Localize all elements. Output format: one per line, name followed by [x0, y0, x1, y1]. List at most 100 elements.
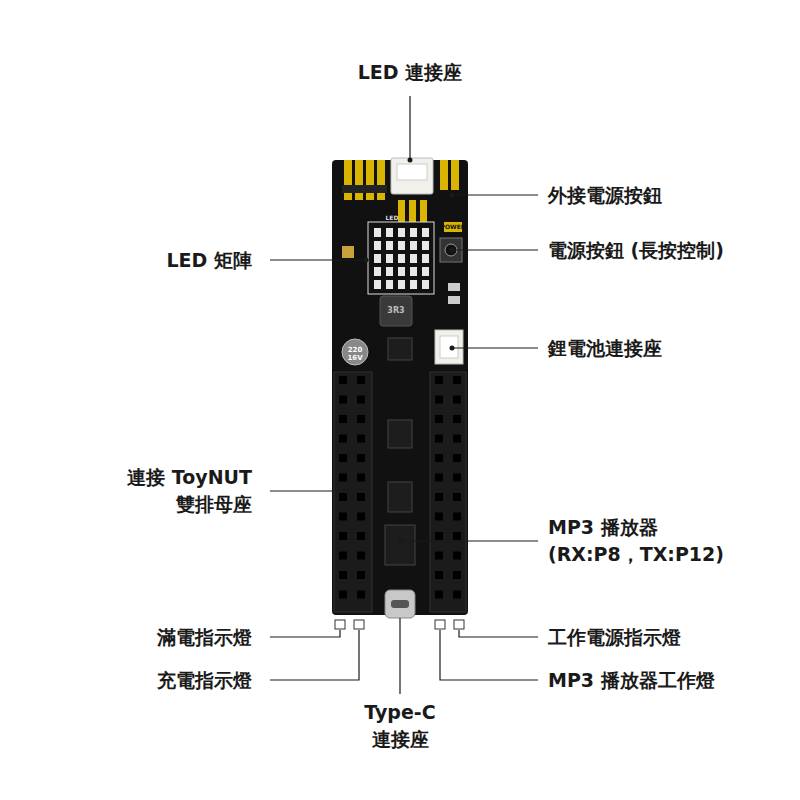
- matrix-led: [386, 254, 393, 263]
- matrix-led: [374, 241, 381, 250]
- matrix-led: [422, 254, 429, 263]
- matrix-led: [386, 241, 393, 250]
- callout-label: LED 連接座: [358, 59, 462, 86]
- header-hole: [339, 415, 347, 423]
- matrix-led: [410, 254, 417, 263]
- matrix-led: [410, 280, 417, 289]
- header-hole: [435, 493, 443, 501]
- header-hole: [435, 532, 443, 540]
- led-matrix: [374, 228, 429, 289]
- callout-label: 充電指示燈: [157, 667, 252, 694]
- part-marking: 3R3: [387, 307, 404, 315]
- header-hole: [453, 435, 461, 443]
- matrix-led: [386, 280, 393, 289]
- header-body: [430, 372, 466, 612]
- silk-text: LED: [386, 215, 399, 221]
- header-hole: [339, 396, 347, 404]
- matrix-led: [422, 228, 429, 237]
- callout-label: 工作電源指示燈: [548, 624, 681, 651]
- header-hole: [435, 513, 443, 521]
- header-hole: [339, 571, 347, 579]
- header-hole: [435, 415, 443, 423]
- matrix-led: [374, 228, 381, 237]
- header-hole: [357, 532, 365, 540]
- header-hole: [357, 376, 365, 384]
- callout-label: 鋰電池連接座: [548, 335, 662, 362]
- header-body: [334, 372, 372, 612]
- header-hole: [453, 591, 461, 599]
- battery-connector: [435, 330, 463, 364]
- header-hole: [453, 513, 461, 521]
- header-hole: [435, 552, 443, 560]
- header-hole: [357, 435, 365, 443]
- header-hole: [435, 376, 443, 384]
- header-hole: [339, 435, 347, 443]
- sensor: [342, 246, 354, 258]
- header-hole: [339, 474, 347, 482]
- capacitor: [342, 339, 368, 365]
- matrix-led: [374, 254, 381, 263]
- header-hole: [339, 454, 347, 462]
- header-hole: [357, 571, 365, 579]
- header-hole: [435, 435, 443, 443]
- callout-label: 外接電源按鈕: [548, 182, 662, 209]
- callout-label: Type-C 連接座: [352, 699, 448, 752]
- header-hole: [453, 396, 461, 404]
- matrix-led: [374, 280, 381, 289]
- matrix-led: [398, 267, 405, 276]
- header-hole: [357, 474, 365, 482]
- header-hole: [357, 513, 365, 521]
- leader-lines: [270, 96, 538, 694]
- callout-label: LED 矩陣: [167, 247, 252, 274]
- matrix-led: [422, 241, 429, 250]
- header-hole: [357, 415, 365, 423]
- matrix-led: [422, 280, 429, 289]
- header-hole: [453, 376, 461, 384]
- callout-label: 電源按鈕 (長按控制): [548, 237, 724, 264]
- header-hole: [357, 552, 365, 560]
- header-hole: [339, 552, 347, 560]
- header-hole: [453, 532, 461, 540]
- part-marking: 16V: [347, 355, 362, 362]
- callout-label: MP3 播放器工作燈: [548, 667, 715, 694]
- matrix-led: [398, 241, 405, 250]
- matrix-led: [398, 280, 405, 289]
- led-connector: [391, 158, 433, 194]
- matrix-led: [422, 267, 429, 276]
- header-hole: [435, 454, 443, 462]
- part-marking: 220: [348, 347, 363, 354]
- leader-dots: [344, 158, 455, 544]
- matrix-led: [410, 228, 417, 237]
- callout-label: 連接 ToyNUT 雙排母座: [102, 464, 252, 517]
- header-hole: [339, 513, 347, 521]
- callout-label: MP3 播放器 (RX:P8，TX:P12): [548, 514, 748, 567]
- header-hole: [357, 493, 365, 501]
- header-hole: [435, 571, 443, 579]
- header-hole: [339, 532, 347, 540]
- callout-label: 滿電指示燈: [157, 624, 252, 651]
- silk-text: POWER: [441, 224, 466, 230]
- header-hole: [339, 591, 347, 599]
- header-hole: [435, 396, 443, 404]
- pcb: [332, 160, 468, 615]
- header-hole: [357, 396, 365, 404]
- header-hole: [453, 415, 461, 423]
- matrix-led: [398, 254, 405, 263]
- led-matrix-frame: [368, 222, 434, 294]
- header-hole: [453, 571, 461, 579]
- female-headers: [334, 372, 466, 612]
- inductor: [380, 296, 412, 326]
- header-hole: [453, 493, 461, 501]
- matrix-led: [386, 267, 393, 276]
- header-hole: [435, 591, 443, 599]
- matrix-led: [374, 267, 381, 276]
- header-hole: [453, 454, 461, 462]
- header-hole: [453, 552, 461, 560]
- matrix-led: [410, 267, 417, 276]
- matrix-led: [410, 241, 417, 250]
- matrix-led: [398, 228, 405, 237]
- header-hole: [339, 493, 347, 501]
- header-hole: [357, 591, 365, 599]
- matrix-led: [386, 228, 393, 237]
